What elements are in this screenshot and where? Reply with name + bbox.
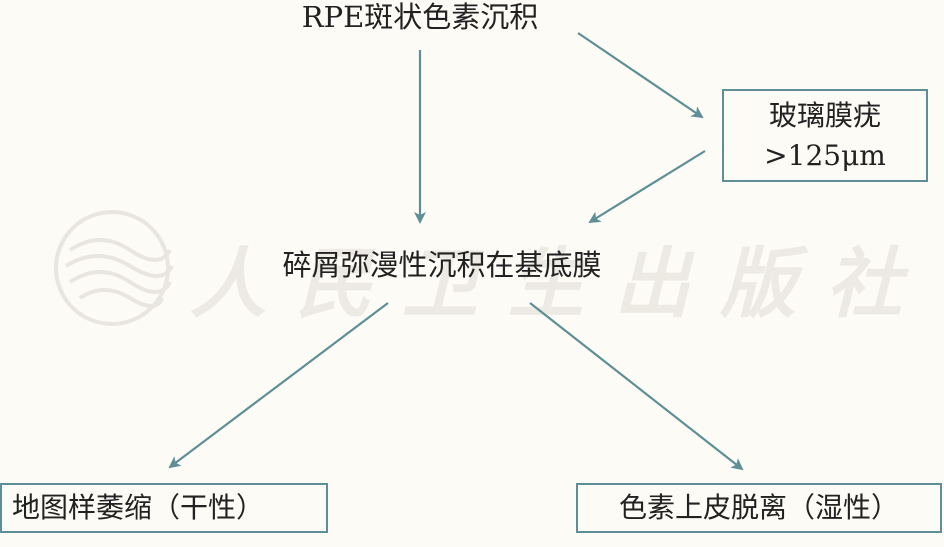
node-pigment-epithelial-detachment-label: 色素上皮脱离（湿性） [618,491,899,525]
node-drusen-size: >125μm [764,138,886,172]
arrow-top-to-right [577,32,704,119]
node-drusen-label: 玻璃膜疣 [768,99,881,133]
arrow-right-to-middle [588,150,706,224]
node-debris-basement-membrane: 碎屑弥漫性沉积在基底膜 [282,248,602,282]
node-drusen-box: 玻璃膜疣 >125μm [722,89,928,182]
node-geographic-atrophy-box: 地图样萎缩（干性） [0,483,328,533]
arrow-middle-to-left [168,302,389,469]
node-geographic-atrophy-label: 地图样萎缩（干性） [12,491,265,525]
node-pigment-epithelial-detachment-box: 色素上皮脱离（湿性） [576,483,942,533]
node-rpe-pigment-deposition: RPE斑状色素沉积 [301,0,539,34]
arrow-middle-to-bottom-right [529,302,744,471]
